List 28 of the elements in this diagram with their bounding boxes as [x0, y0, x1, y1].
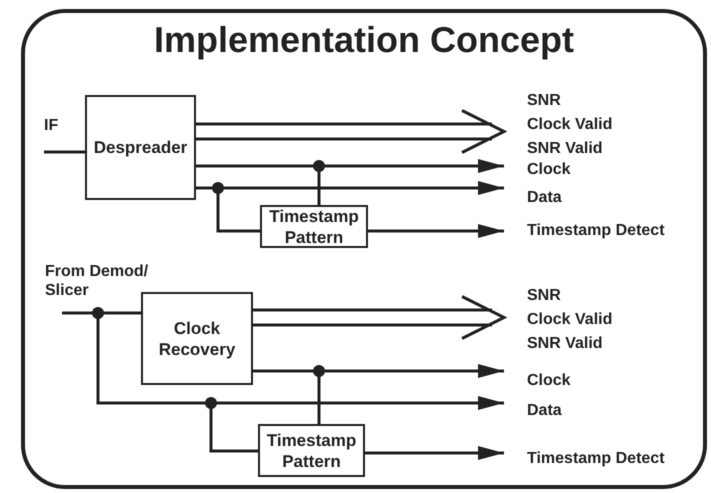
- process-box: [85, 95, 196, 200]
- output-label: SNR: [527, 91, 562, 111]
- input-label: IF: [44, 116, 60, 135]
- arrow: [365, 446, 504, 460]
- output-label: Clock Valid: [527, 310, 614, 330]
- bus-arrow: [194, 109, 508, 154]
- output-label: SNR Valid: [527, 139, 604, 159]
- output-label: SNR Valid: [527, 334, 604, 354]
- box-label: Timestamp Pattern: [266, 430, 358, 472]
- box-label: Timestamp Pattern: [268, 206, 360, 248]
- output-label: Clock Valid: [527, 115, 614, 135]
- output-label: Timestamp Detect: [527, 449, 666, 469]
- box-label: Despreader: [94, 137, 188, 158]
- process-box: [260, 205, 368, 248]
- input-label: From Demod/ Slicer: [45, 262, 150, 300]
- output-label: Clock: [527, 160, 572, 180]
- output-label: Timestamp Detect: [527, 221, 666, 241]
- title: Implementation Concept: [152, 18, 576, 62]
- output-label: Data: [527, 401, 563, 421]
- arrow: [368, 224, 504, 238]
- connector-line: [44, 150, 85, 154]
- bus-arrow: [252, 295, 508, 340]
- output-label: SNR: [527, 286, 562, 306]
- process-box: [141, 292, 253, 385]
- output-label: Clock: [527, 371, 572, 391]
- output-label: Data: [527, 188, 563, 208]
- process-box: [258, 424, 365, 477]
- box-label: Clock Recovery: [158, 318, 236, 360]
